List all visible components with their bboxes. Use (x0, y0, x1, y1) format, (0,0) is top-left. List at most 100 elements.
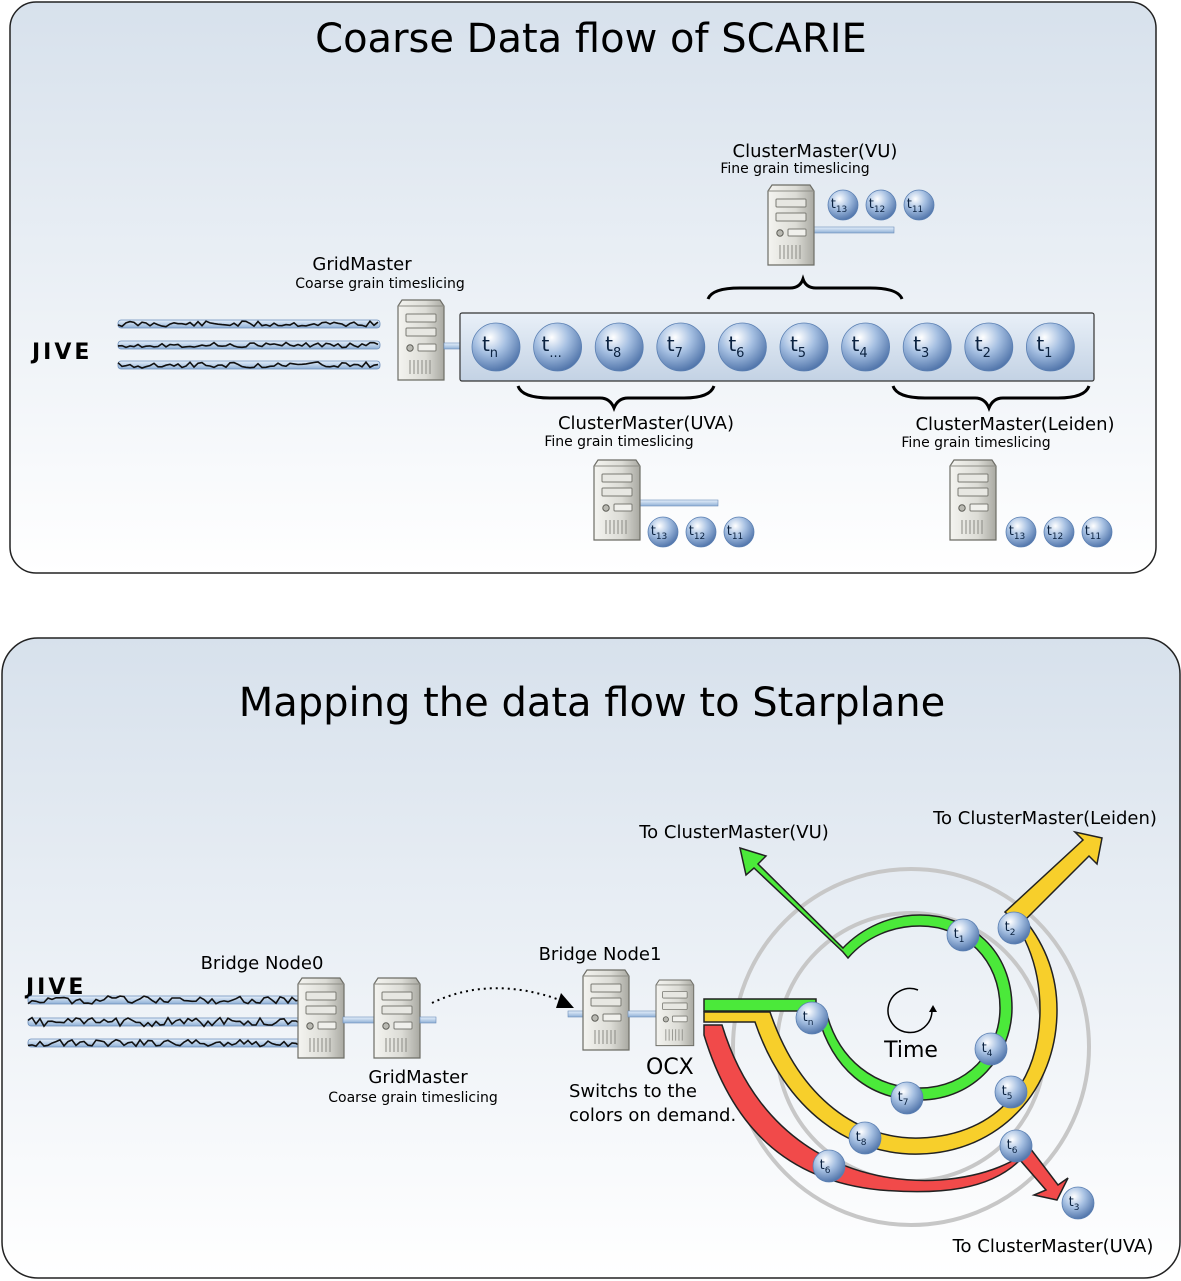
server-icon (397, 299, 445, 381)
top-gridmaster-label: GridMaster (312, 254, 412, 275)
bridge-node0-label: Bridge Node0 (201, 953, 324, 974)
svg-text:tn: tn (803, 1010, 814, 1028)
ocx-label: OCX (646, 1055, 694, 1080)
svg-text:t5: t5 (1002, 1084, 1013, 1102)
token-subscript: 5 (1007, 1092, 1013, 1102)
timeslice-token: t4 (841, 322, 890, 372)
cluster-uva-subtitle: Fine grain timeslicing (544, 434, 693, 450)
token-subscript: 1 (959, 935, 965, 945)
token-subscript: 1 (1044, 346, 1052, 361)
timeslice-token: t... (533, 322, 582, 372)
timeslice-token: t5 (779, 322, 829, 372)
cluster-uva-label: ClusterMaster(UVA) (558, 413, 734, 434)
cluster-vu-subtitle: Fine grain timeslicing (720, 161, 869, 177)
token-subscript: 4 (859, 346, 867, 361)
to-leiden-label: To ClusterMaster(Leiden) (932, 808, 1157, 829)
rotation-icon (887, 987, 933, 1034)
top-jive-label: JIVE (30, 340, 92, 365)
to-vu-label: To ClusterMaster(VU) (638, 822, 829, 843)
token-subscript: 6 (1012, 1146, 1018, 1156)
token-subscript: 11 (732, 532, 743, 542)
token-subscript: 13 (656, 532, 667, 542)
token-subscript: 2 (1010, 928, 1016, 938)
cluster-vu-label: ClusterMaster(VU) (733, 141, 898, 162)
bridge-node1-label: Bridge Node1 (539, 944, 662, 965)
brace-vu (706, 274, 904, 300)
arrowhead-icon (556, 993, 574, 1008)
server-icon (582, 969, 630, 1051)
bottom-title: Mapping the data flow to Starplane (239, 680, 946, 726)
svg-text:t6: t6 (1007, 1138, 1018, 1156)
token-subscript: 7 (903, 1098, 909, 1108)
timeslice-token: t6 (999, 1129, 1033, 1163)
timeslice-token: t2 (964, 322, 1014, 372)
token-subscript: 2 (983, 346, 991, 361)
timeslice-token: t6 (812, 1149, 846, 1183)
timeslice-token: t12 (685, 516, 717, 548)
server-icon (373, 977, 421, 1059)
timeslice-token: t1 (1026, 322, 1075, 372)
server-icon (297, 977, 345, 1059)
server-icon (949, 459, 997, 541)
token-subscript: n (808, 1018, 814, 1028)
timeslice-token: t6 (718, 322, 767, 372)
timeslice-token: t12 (1043, 516, 1075, 548)
token-subscript: 12 (1052, 532, 1063, 542)
svg-text:t7: t7 (898, 1090, 909, 1108)
token-subscript: ... (549, 346, 561, 361)
svg-text:t3: t3 (1069, 1195, 1080, 1213)
token-subscript: 12 (694, 532, 705, 542)
token-subscript: n (490, 346, 498, 361)
bottom-jive-cables (27, 995, 307, 1048)
jive-cables (117, 319, 381, 370)
top-title: Coarse Data flow of SCARIE (315, 16, 867, 62)
timeslice-token: t4 (974, 1032, 1008, 1066)
token-subscript: 13 (836, 205, 847, 215)
outer-gray-ring (731, 867, 1091, 1227)
rotation-arrowhead-icon (929, 1005, 937, 1012)
token-subscript: 12 (874, 205, 885, 215)
top-panel: Coarse Data flow of SCARIE JIVE GridMast… (9, 1, 1157, 574)
timeslice-token: t11 (723, 516, 755, 548)
top-gridmaster-subtitle: Coarse grain timeslicing (295, 276, 465, 292)
svg-text:t8: t8 (856, 1130, 867, 1148)
green-lightpath (703, 846, 1013, 1101)
token-subscript: 13 (1014, 532, 1025, 542)
timeslice-token: t3 (1061, 1186, 1095, 1220)
cluster-leiden-subtitle: Fine grain timeslicing (901, 435, 1050, 451)
time-label: Time (883, 1038, 938, 1063)
server-icon (767, 184, 815, 266)
svg-text:t1: t1 (954, 927, 965, 945)
to-uva-label: To ClusterMaster(UVA) (952, 1236, 1154, 1257)
token-subscript: 6 (825, 1166, 831, 1176)
ocx-note-line1: Switchs to the (569, 1081, 697, 1102)
brace-uva (516, 385, 716, 413)
timeslice-token: t1 (946, 918, 980, 952)
token-subscript: 6 (736, 346, 744, 361)
brace-leiden (891, 385, 1091, 413)
token-subscript: 8 (613, 346, 621, 361)
timeslice-token: tn (795, 1001, 829, 1035)
token-subscript: 11 (1090, 532, 1101, 542)
server-icon (593, 459, 641, 541)
timeslice-token: t8 (848, 1121, 882, 1155)
timeslice-token: tn (471, 322, 521, 372)
timeslice-token: t13 (647, 516, 679, 548)
timeslice-token: t3 (902, 322, 952, 372)
timeslice-token: t5 (994, 1075, 1028, 1109)
svg-text:t4: t4 (982, 1041, 993, 1059)
yellow-lightpath (703, 830, 1103, 1155)
timeslice-token: t7 (890, 1081, 924, 1115)
timeslice-token: t13 (827, 189, 859, 221)
token-subscript: 11 (912, 205, 923, 215)
timeslice-token: t11 (1081, 516, 1113, 548)
bottom-gridmaster-label: GridMaster (368, 1067, 468, 1088)
dotted-transfer-arrow (431, 987, 561, 1004)
timeslice-token: t7 (656, 322, 706, 372)
svg-text:t6: t6 (820, 1158, 831, 1176)
